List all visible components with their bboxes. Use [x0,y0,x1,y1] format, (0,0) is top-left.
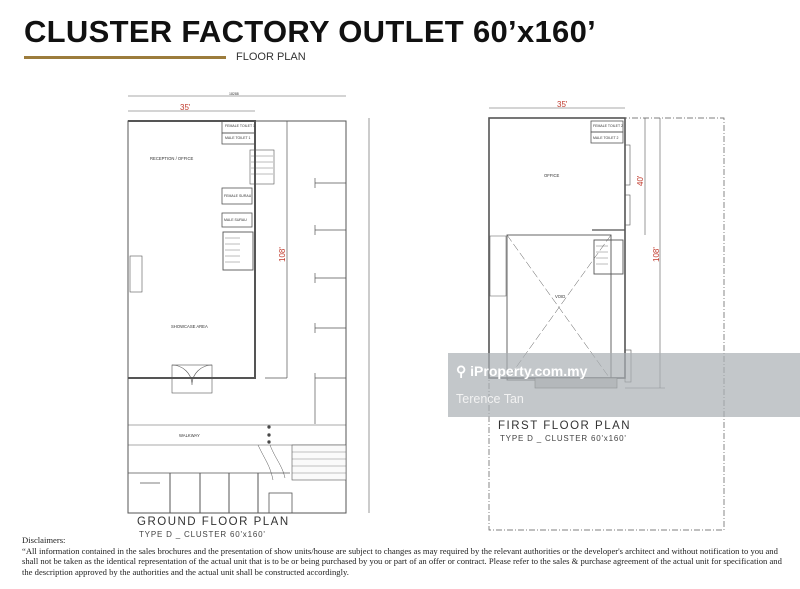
title-divider [24,56,226,59]
room-label: OFFICE [544,173,560,178]
ground-floor-subtitle: TYPE D _ CLUSTER 60'x160' [139,530,266,539]
dimension-depth: 108' [652,247,661,262]
watermark-brand: ⚲ iProperty.com.my [456,363,587,380]
room-label: FEMALE TOILET 1 [225,124,255,128]
disclaimer-heading: Disclaimers: [22,535,66,545]
room-label: SHOWCASE AREA [171,324,208,329]
first-floor-title: FIRST FLOOR PLAN [498,420,632,432]
dimension-office-depth: 40' [636,175,645,186]
dimension-depth: 108' [278,247,287,262]
room-label: FEMALE SURAU [224,194,252,198]
location-pin-icon: ⚲ [456,363,467,379]
room-label: RECEPTION / OFFICE [150,156,193,161]
room-label: WALKWAY [179,433,200,438]
ground-floor-labels: RECEPTION / OFFICE FEMALE TOILET 1 MALE … [150,92,287,438]
first-floor-subtitle: TYPE D _ CLUSTER 60'x160' [500,434,627,443]
watermark-banner: ⚲ iProperty.com.my Terence Tan [448,353,800,417]
room-label: FEMALE TOILET 2 [593,124,623,128]
ground-floor-title: GROUND FLOOR PLAN [137,516,290,528]
dimension-overall: 18288 [229,92,239,96]
watermark-agent: Terence Tan [456,392,524,406]
first-floor-plan [488,107,725,531]
dimension-width: 35' [557,100,568,109]
first-floor-labels: OFFICE FEMALE TOILET 2 MALE TOILET 2 VOI… [544,100,661,299]
ground-floor-plan [127,95,370,514]
page-title: CLUSTER FACTORY OUTLET 60’x160’ [24,14,597,49]
dimension-width: 35' [180,103,191,112]
room-label: VOID [555,294,565,299]
disclaimer: Disclaimers: “All information contained … [22,535,782,577]
room-label: MALE SURAU [224,218,247,222]
watermark-brand-text: iProperty.com.my [470,363,588,379]
room-label: MALE TOILET 1 [225,136,251,140]
disclaimer-text: “All information contained in the sales … [22,545,782,577]
page-subtitle: FLOOR PLAN [236,51,306,63]
room-label: MALE TOILET 2 [593,136,619,140]
